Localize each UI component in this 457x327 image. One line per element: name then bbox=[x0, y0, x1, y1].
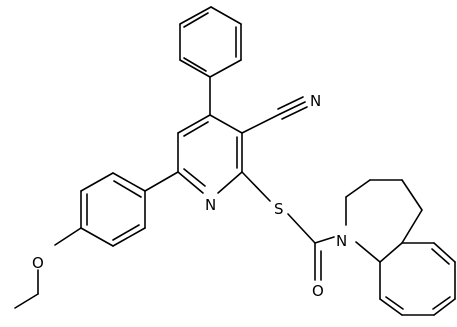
pyridine-ring bbox=[177, 114, 243, 194]
bond bbox=[241, 171, 271, 202]
bond bbox=[80, 172, 114, 192]
bond bbox=[112, 172, 146, 192]
bond bbox=[113, 180, 142, 198]
bond bbox=[345, 179, 371, 198]
thioether-linker bbox=[241, 171, 335, 281]
phenyl-ring bbox=[179, 6, 242, 78]
ethoxy-group bbox=[14, 227, 82, 309]
bond bbox=[112, 224, 140, 241]
bond bbox=[433, 242, 456, 263]
bond bbox=[217, 171, 243, 194]
bond bbox=[80, 227, 114, 247]
bond bbox=[112, 227, 146, 247]
bond bbox=[281, 106, 308, 120]
bond bbox=[279, 101, 306, 115]
bond bbox=[210, 6, 242, 25]
bond bbox=[277, 96, 304, 110]
bond bbox=[177, 114, 211, 134]
bond bbox=[401, 209, 423, 244]
atom-label-ether-o: O bbox=[32, 254, 44, 272]
bond bbox=[144, 171, 179, 192]
bond bbox=[183, 57, 207, 72]
nitrile-group bbox=[241, 96, 308, 134]
bond bbox=[209, 114, 243, 134]
atom-label-pyridine-n: N bbox=[205, 196, 216, 214]
bond bbox=[432, 296, 451, 310]
bond bbox=[177, 171, 204, 194]
atom-label-quinoline-n: N bbox=[336, 232, 347, 250]
bond bbox=[287, 213, 316, 244]
tetrahydroquinoline-ring bbox=[345, 179, 456, 316]
bond bbox=[379, 298, 403, 316]
bond bbox=[183, 121, 209, 137]
bond bbox=[179, 6, 212, 25]
bond bbox=[209, 59, 242, 78]
bond bbox=[241, 113, 281, 134]
bond bbox=[379, 242, 403, 263]
atom-label-sulfur: S bbox=[274, 200, 284, 218]
bond bbox=[355, 241, 381, 263]
bond bbox=[14, 293, 39, 309]
bond bbox=[314, 236, 335, 244]
atom-label-carbonyl-o: O bbox=[312, 282, 324, 300]
bond bbox=[179, 59, 211, 78]
bond bbox=[431, 248, 450, 265]
ethoxyphenyl-ring bbox=[80, 171, 179, 247]
bond bbox=[385, 296, 404, 310]
bond bbox=[183, 12, 209, 28]
bond bbox=[54, 227, 82, 246]
atom-label-nitrile-n: N bbox=[310, 92, 321, 110]
bond bbox=[401, 179, 423, 211]
bond bbox=[183, 168, 206, 187]
bond bbox=[433, 298, 456, 316]
